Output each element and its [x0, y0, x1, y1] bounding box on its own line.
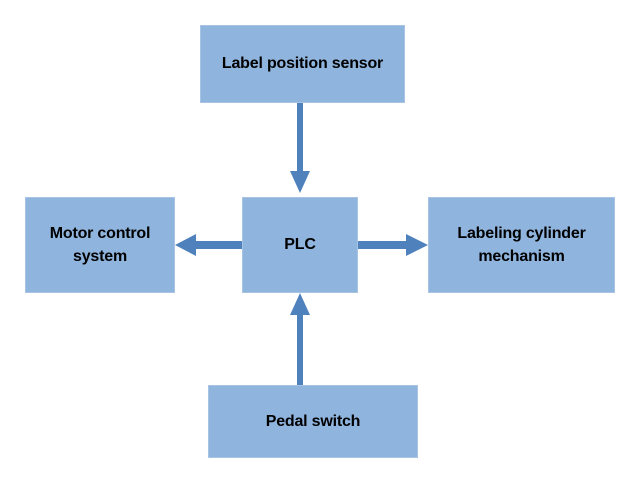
node-motor-control-system-label: Motor control system [49, 224, 151, 265]
node-pedal-switch-label: Pedal switch [265, 412, 361, 430]
node-label-position-sensor-label: Label position sensor [221, 55, 384, 73]
arrow-left-icon-plc-to-motor [175, 232, 242, 258]
node-pedal-switch[interactable]: Pedal switch [208, 385, 418, 458]
arrow-up-icon-pedal-to-plc [288, 293, 312, 385]
node-labeling-cylinder-mechanism[interactable]: Labeling cylinder mechanism [428, 197, 615, 293]
arrow-down-icon-sensor-to-plc [288, 103, 312, 197]
arrow-right-icon-plc-to-cylinder [358, 232, 428, 258]
node-plc-label: PLC [284, 236, 316, 254]
node-label-position-sensor[interactable]: Label position sensor [200, 25, 405, 103]
node-labeling-cylinder-mechanism-label: Labeling cylinder mechanism [457, 224, 586, 265]
node-motor-control-system[interactable]: Motor control system [25, 197, 175, 293]
node-plc[interactable]: PLC [242, 197, 358, 293]
